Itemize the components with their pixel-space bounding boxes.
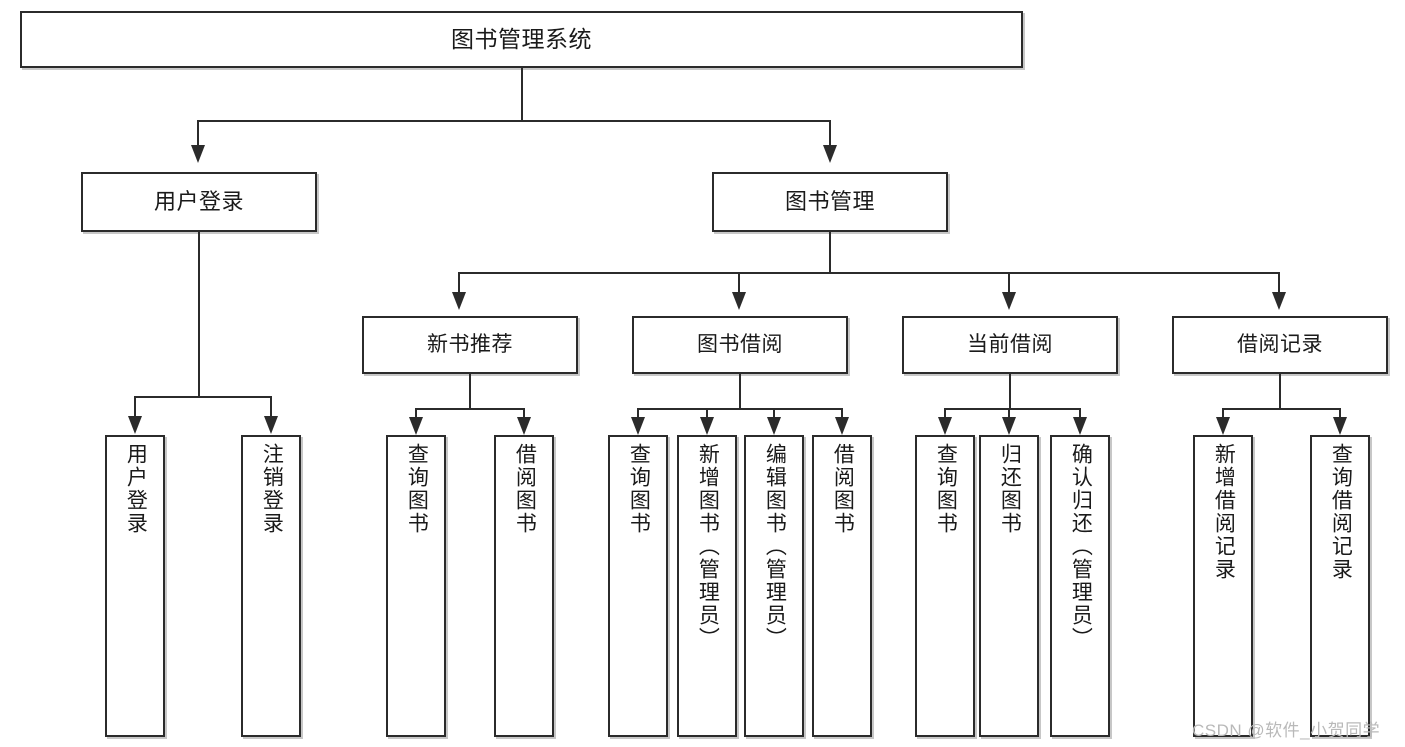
leaf-bb-edit-book-admin[interactable]: 编辑图书（管理员） bbox=[744, 435, 804, 737]
connector-drop-bb-leaf-1 bbox=[637, 408, 639, 424]
connector-book-borrow-bus bbox=[637, 408, 842, 410]
connector-drop-cb-leaf-2 bbox=[1008, 408, 1010, 424]
node-book-management[interactable]: 图书管理 bbox=[712, 172, 948, 232]
node-label: 当前借阅 bbox=[967, 333, 1053, 357]
connector-drop-user-login bbox=[197, 120, 199, 147]
connector-level2-bus bbox=[197, 120, 831, 122]
node-label: 归还图书 bbox=[998, 443, 1022, 535]
connector-drop-nb-leaf-2 bbox=[523, 408, 525, 424]
connector-borrow-record-stem bbox=[1279, 374, 1281, 410]
arrowhead-cb-leaf-1 bbox=[938, 417, 952, 435]
node-label: 确认归还（管理员） bbox=[1069, 443, 1093, 650]
connector-drop-br-leaf-2 bbox=[1339, 408, 1341, 424]
node-label: 新增图书（管理员） bbox=[696, 443, 720, 650]
connector-drop-bb-leaf-3 bbox=[773, 408, 775, 424]
arrowhead-book-manage bbox=[823, 145, 837, 163]
node-user-login[interactable]: 用户登录 bbox=[81, 172, 317, 232]
node-label: 借阅图书 bbox=[513, 443, 537, 535]
node-current-borrow[interactable]: 当前借阅 bbox=[902, 316, 1118, 374]
connector-user-login-bus bbox=[134, 396, 271, 398]
arrowhead-leaf-user-login bbox=[128, 416, 142, 434]
node-label: 查询图书 bbox=[627, 443, 651, 535]
node-label: 借阅图书 bbox=[831, 443, 855, 535]
node-label: 用户登录 bbox=[153, 188, 244, 214]
arrowhead-br-leaf-2 bbox=[1333, 417, 1347, 435]
arrowhead-bb-leaf-1 bbox=[631, 417, 645, 435]
connector-drop-leaf-user-login bbox=[134, 396, 136, 418]
node-label: 注销登录 bbox=[260, 443, 284, 535]
connector-book-manage-stem bbox=[829, 232, 831, 274]
arrowhead-bb-leaf-2 bbox=[700, 417, 714, 435]
arrowhead-bb-leaf-4 bbox=[835, 417, 849, 435]
connector-drop-nb-leaf-1 bbox=[415, 408, 417, 424]
leaf-br-add-record[interactable]: 新增借阅记录 bbox=[1193, 435, 1253, 737]
connector-user-login-stem bbox=[198, 232, 200, 398]
leaf-br-query-record[interactable]: 查询借阅记录 bbox=[1310, 435, 1370, 737]
connector-book-borrow-stem bbox=[739, 374, 741, 410]
node-label: 编辑图书（管理员） bbox=[763, 443, 787, 650]
node-label: 图书管理系统 bbox=[451, 25, 592, 52]
node-label: 图书管理 bbox=[784, 188, 875, 214]
connector-drop-bb-leaf-4 bbox=[841, 408, 843, 424]
node-borrow-record[interactable]: 借阅记录 bbox=[1172, 316, 1388, 374]
node-label: 查询图书 bbox=[405, 443, 429, 535]
leaf-logout[interactable]: 注销登录 bbox=[241, 435, 301, 737]
arrowhead-user-login bbox=[191, 145, 205, 163]
node-label: 借阅记录 bbox=[1237, 333, 1323, 357]
arrowhead-cb-leaf-3 bbox=[1073, 417, 1087, 435]
node-label: 查询图书 bbox=[934, 443, 958, 535]
arrowhead-nb-leaf-1 bbox=[409, 417, 423, 435]
leaf-cb-return-book[interactable]: 归还图书 bbox=[979, 435, 1039, 737]
arrowhead-nb-leaf-2 bbox=[517, 417, 531, 435]
node-label: 查询借阅记录 bbox=[1329, 443, 1353, 581]
node-book-borrow[interactable]: 图书借阅 bbox=[632, 316, 848, 374]
arrowhead-new-book bbox=[452, 292, 466, 310]
connector-drop-cb-leaf-3 bbox=[1079, 408, 1081, 424]
leaf-bb-add-book-admin[interactable]: 新增图书（管理员） bbox=[677, 435, 737, 737]
leaf-cb-confirm-return-admin[interactable]: 确认归还（管理员） bbox=[1050, 435, 1110, 737]
leaf-nb-query-book[interactable]: 查询图书 bbox=[386, 435, 446, 737]
leaf-cb-query-book[interactable]: 查询图书 bbox=[915, 435, 975, 737]
leaf-nb-borrow-book[interactable]: 借阅图书 bbox=[494, 435, 554, 737]
leaf-user-login[interactable]: 用户登录 bbox=[105, 435, 165, 737]
connector-drop-bb-leaf-2 bbox=[706, 408, 708, 424]
node-label: 图书借阅 bbox=[697, 333, 783, 357]
connector-drop-leaf-logout bbox=[270, 396, 272, 418]
connector-drop-current-borrow bbox=[1008, 272, 1010, 294]
arrowhead-borrow-record bbox=[1272, 292, 1286, 310]
connector-borrow-record-bus bbox=[1222, 408, 1341, 410]
node-root-system[interactable]: 图书管理系统 bbox=[20, 11, 1023, 68]
node-label: 新增借阅记录 bbox=[1212, 443, 1236, 581]
connector-drop-book-manage bbox=[829, 120, 831, 147]
arrowhead-bb-leaf-3 bbox=[767, 417, 781, 435]
connector-new-book-stem bbox=[469, 374, 471, 410]
connector-drop-br-leaf-1 bbox=[1222, 408, 1224, 424]
connector-new-book-bus bbox=[415, 408, 525, 410]
connector-level3-bus bbox=[458, 272, 1278, 274]
connector-current-borrow-stem bbox=[1009, 374, 1011, 410]
arrowhead-book-borrow bbox=[732, 292, 746, 310]
node-new-book-recommend[interactable]: 新书推荐 bbox=[362, 316, 578, 374]
connector-drop-book-borrow bbox=[738, 272, 740, 294]
connector-current-borrow-bus bbox=[944, 408, 1081, 410]
leaf-bb-borrow-book[interactable]: 借阅图书 bbox=[812, 435, 872, 737]
connector-drop-new-book bbox=[458, 272, 460, 294]
connector-root-stem bbox=[521, 68, 523, 121]
csdn-watermark: CSDN @软件_小贺同学 bbox=[1192, 721, 1381, 740]
arrowhead-current-borrow bbox=[1002, 292, 1016, 310]
connector-drop-cb-leaf-1 bbox=[944, 408, 946, 424]
arrowhead-cb-leaf-2 bbox=[1002, 417, 1016, 435]
leaf-bb-query-book[interactable]: 查询图书 bbox=[608, 435, 668, 737]
arrowhead-br-leaf-1 bbox=[1216, 417, 1230, 435]
connector-drop-borrow-record bbox=[1278, 272, 1280, 294]
node-label: 用户登录 bbox=[124, 443, 148, 535]
node-label: 新书推荐 bbox=[427, 333, 513, 357]
arrowhead-leaf-logout bbox=[264, 416, 278, 434]
